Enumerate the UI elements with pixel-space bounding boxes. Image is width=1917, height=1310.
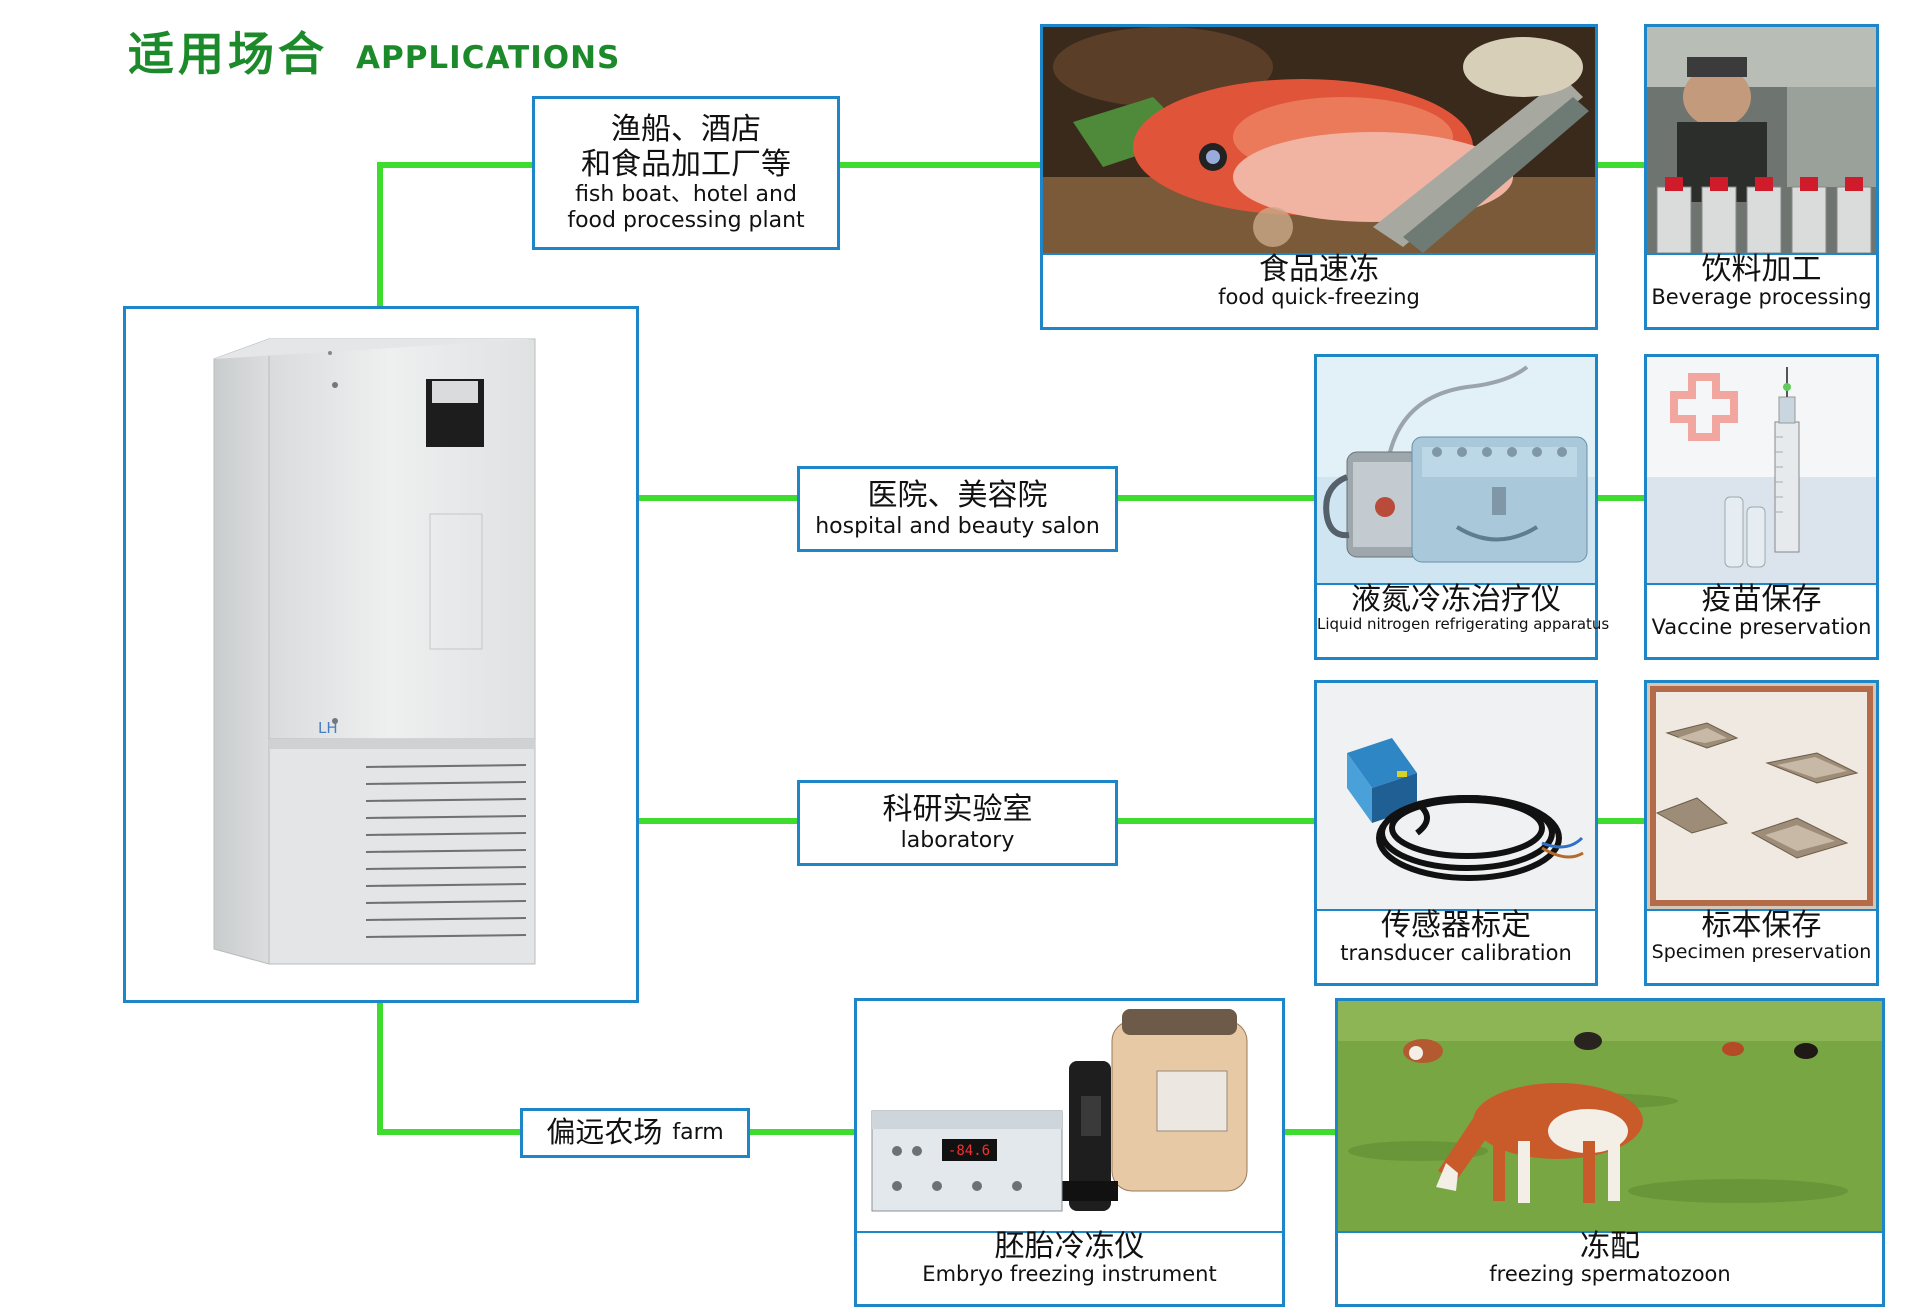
category-label-cn: 科研实验室 xyxy=(882,792,1033,828)
category-label-en: fish boat、hotel and xyxy=(575,182,797,208)
card-title-en: Beverage processing xyxy=(1651,285,1872,309)
card-food-quick-freezing: 食品速冻 food quick-freezing xyxy=(1040,24,1598,330)
card-title-cn: 传感器标定 xyxy=(1381,908,1531,943)
embryo-freezer-photo: -84.6 xyxy=(857,1001,1282,1231)
card-title-en: transducer calibration xyxy=(1340,941,1572,965)
card-title-en: Specimen preservation xyxy=(1651,941,1872,963)
card-title-en: freezing spermatozoon xyxy=(1489,1262,1731,1286)
beverage-photo xyxy=(1647,27,1876,253)
card-specimen-preservation: 标本保存 Specimen preservation xyxy=(1644,680,1879,986)
connector-line xyxy=(377,1002,383,1134)
connector-line xyxy=(1115,495,1317,501)
connector-line xyxy=(377,163,383,307)
card-beverage-processing: 饮料加工 Beverage processing xyxy=(1644,24,1879,330)
device-brand-badge: LH xyxy=(318,719,338,737)
connector-line xyxy=(377,1129,523,1135)
connector-line xyxy=(1115,818,1317,824)
card-title-cn: 食品速冻 xyxy=(1259,252,1379,287)
category-hospital-salon: 医院、美容院 hospital and beauty salon xyxy=(797,466,1118,552)
card-title-cn: 标本保存 xyxy=(1701,908,1822,943)
card-title-cn: 饮料加工 xyxy=(1701,252,1822,287)
sensor-photo xyxy=(1317,683,1595,909)
connector-line xyxy=(1595,818,1647,824)
card-title-cn: 冻配 xyxy=(1580,1229,1640,1264)
card-title-en: Liquid nitrogen refrigerating apparatus xyxy=(1317,615,1610,633)
connector-line xyxy=(1282,1129,1338,1135)
cattle-pasture-photo xyxy=(1338,1001,1882,1231)
card-liquid-nitrogen-apparatus: 液氮冷冻治疗仪 Liquid nitrogen refrigerating ap… xyxy=(1314,354,1610,660)
card-title-en: food quick-freezing xyxy=(1218,285,1420,309)
category-label-en: laboratory xyxy=(900,827,1015,853)
cryotherapy-device-photo xyxy=(1317,357,1595,583)
freezer-unit-illustration: LH xyxy=(213,338,536,965)
connector-line xyxy=(638,818,800,824)
card-title-en: Embryo freezing instrument xyxy=(922,1262,1217,1286)
category-label-en: hospital and beauty salon xyxy=(815,513,1100,539)
moth-specimen-photo xyxy=(1647,683,1876,909)
category-farm: 偏远农场 farm xyxy=(520,1108,750,1158)
card-title-cn: 胚胎冷冻仪 xyxy=(994,1229,1145,1264)
category-label-en: food processing plant xyxy=(567,207,805,233)
card-embryo-freezing-instrument: -84.6 胚胎冷冻仪 Embryo freezing instrument xyxy=(854,998,1285,1307)
connector-line xyxy=(837,162,1043,168)
category-label-cn: 偏远农场 xyxy=(546,1115,663,1150)
card-title-cn: 液氮冷冻治疗仪 xyxy=(1351,582,1561,617)
category-label-en: farm xyxy=(672,1120,724,1146)
card-vaccine-preservation: 疫苗保存 Vaccine preservation xyxy=(1644,354,1879,660)
category-label-cn: 渔船、酒店 xyxy=(611,112,761,148)
card-freezing-spermatozoon: 冻配 freezing spermatozoon xyxy=(1335,998,1885,1307)
connector-line xyxy=(1595,162,1647,168)
page-title-en: APPLICATIONS xyxy=(356,40,621,76)
category-label-cn: 和食品加工厂等 xyxy=(581,146,791,182)
category-laboratory: 科研实验室 laboratory xyxy=(797,780,1118,866)
card-transducer-calibration: 传感器标定 transducer calibration xyxy=(1314,680,1598,986)
connector-line xyxy=(638,495,800,501)
connector-line xyxy=(377,162,535,168)
temperature-readout: -84.6 xyxy=(948,1143,990,1159)
connector-line xyxy=(1595,495,1647,501)
category-fishboat-hotel: 渔船、酒店 和食品加工厂等 fish boat、hotel and food p… xyxy=(532,96,840,250)
vaccine-photo xyxy=(1647,357,1876,583)
card-title-en: Vaccine preservation xyxy=(1651,615,1872,639)
page-title-cn: 适用场合 xyxy=(128,27,328,81)
card-title-cn: 疫苗保存 xyxy=(1701,582,1822,617)
connector-line xyxy=(747,1129,857,1135)
category-label-cn: 医院、美容院 xyxy=(867,478,1048,514)
device-panel: LH xyxy=(123,306,639,1003)
fish-photo xyxy=(1043,27,1595,253)
